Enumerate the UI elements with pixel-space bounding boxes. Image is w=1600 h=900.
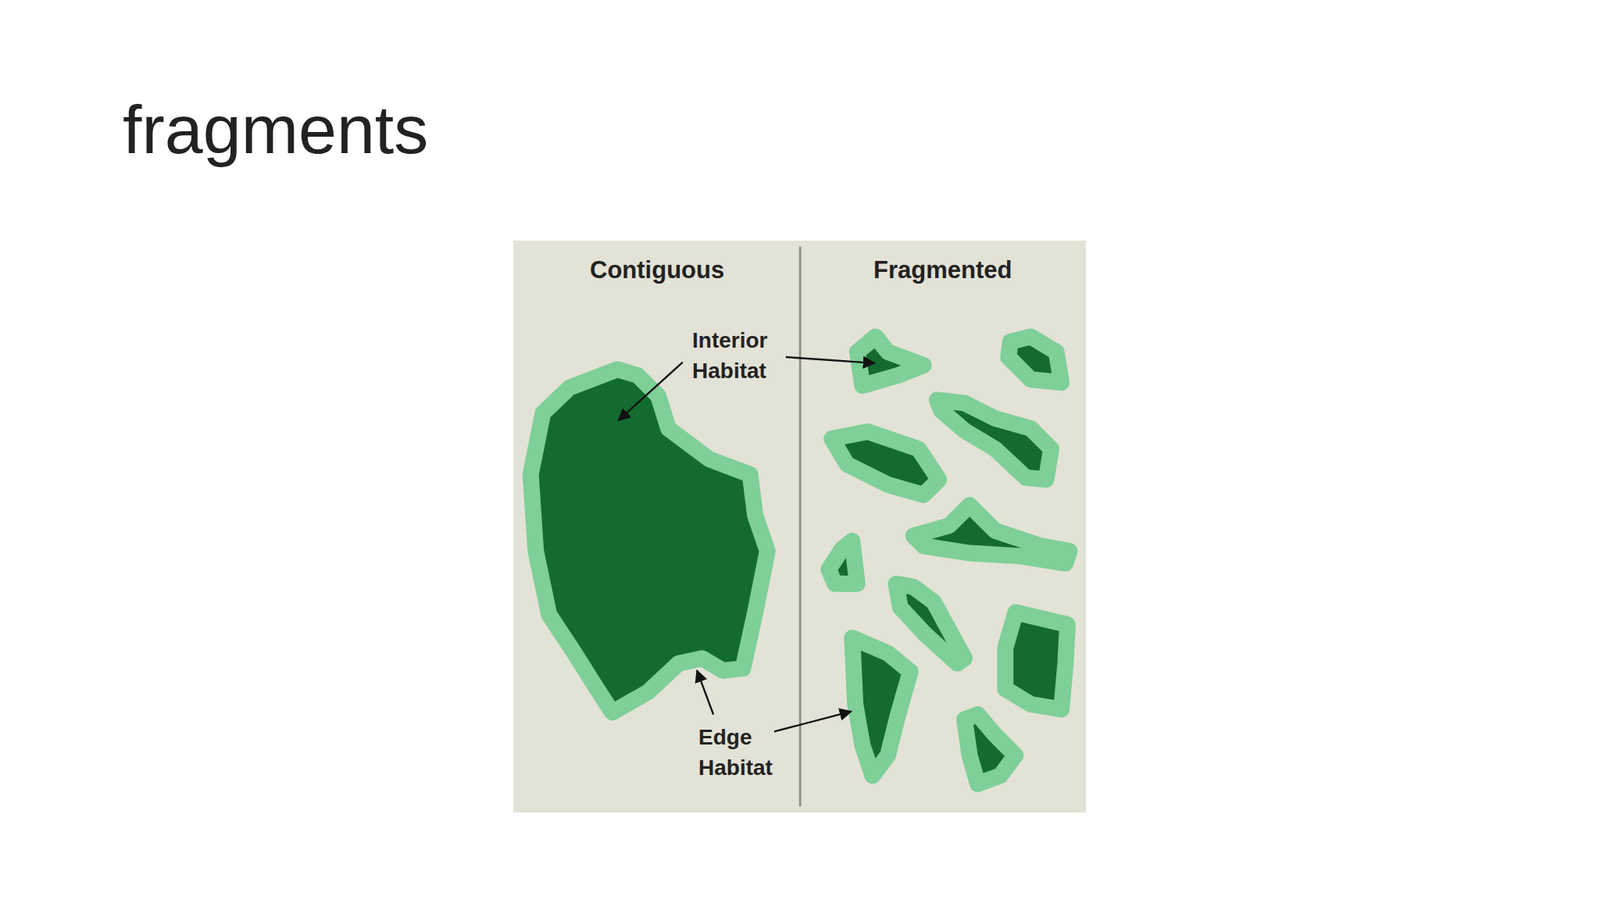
panel-heading: Contiguous — [588, 255, 726, 285]
slide-title: fragments — [122, 95, 429, 165]
callout-label: Interior Habitat — [690, 325, 769, 386]
fragment-patch — [832, 431, 940, 495]
leader-arrow — [696, 670, 714, 715]
leader-arrow — [765, 711, 852, 735]
habitat-patches — [530, 336, 1070, 785]
callout-label: Edge Habitat — [696, 721, 775, 783]
leader-lines — [618, 357, 875, 734]
fragment-patch — [828, 540, 858, 584]
panel-heading: Fragmented — [871, 255, 1014, 285]
fragment-patch — [964, 714, 1016, 785]
divider-line — [799, 246, 802, 807]
fragment-patch — [913, 505, 1070, 565]
leader-arrow — [785, 357, 875, 364]
fragment-patch — [852, 637, 911, 775]
fragment-patch — [1005, 612, 1068, 710]
leader-arrow — [618, 362, 683, 422]
fragment-patch — [857, 336, 924, 386]
fragment-patch — [936, 400, 1051, 480]
contiguous-patch — [530, 369, 768, 713]
fragment-patch — [1008, 336, 1062, 383]
panel-background — [513, 240, 1086, 813]
habitat-illustration — [513, 240, 1086, 813]
fragment-patch — [896, 583, 965, 664]
